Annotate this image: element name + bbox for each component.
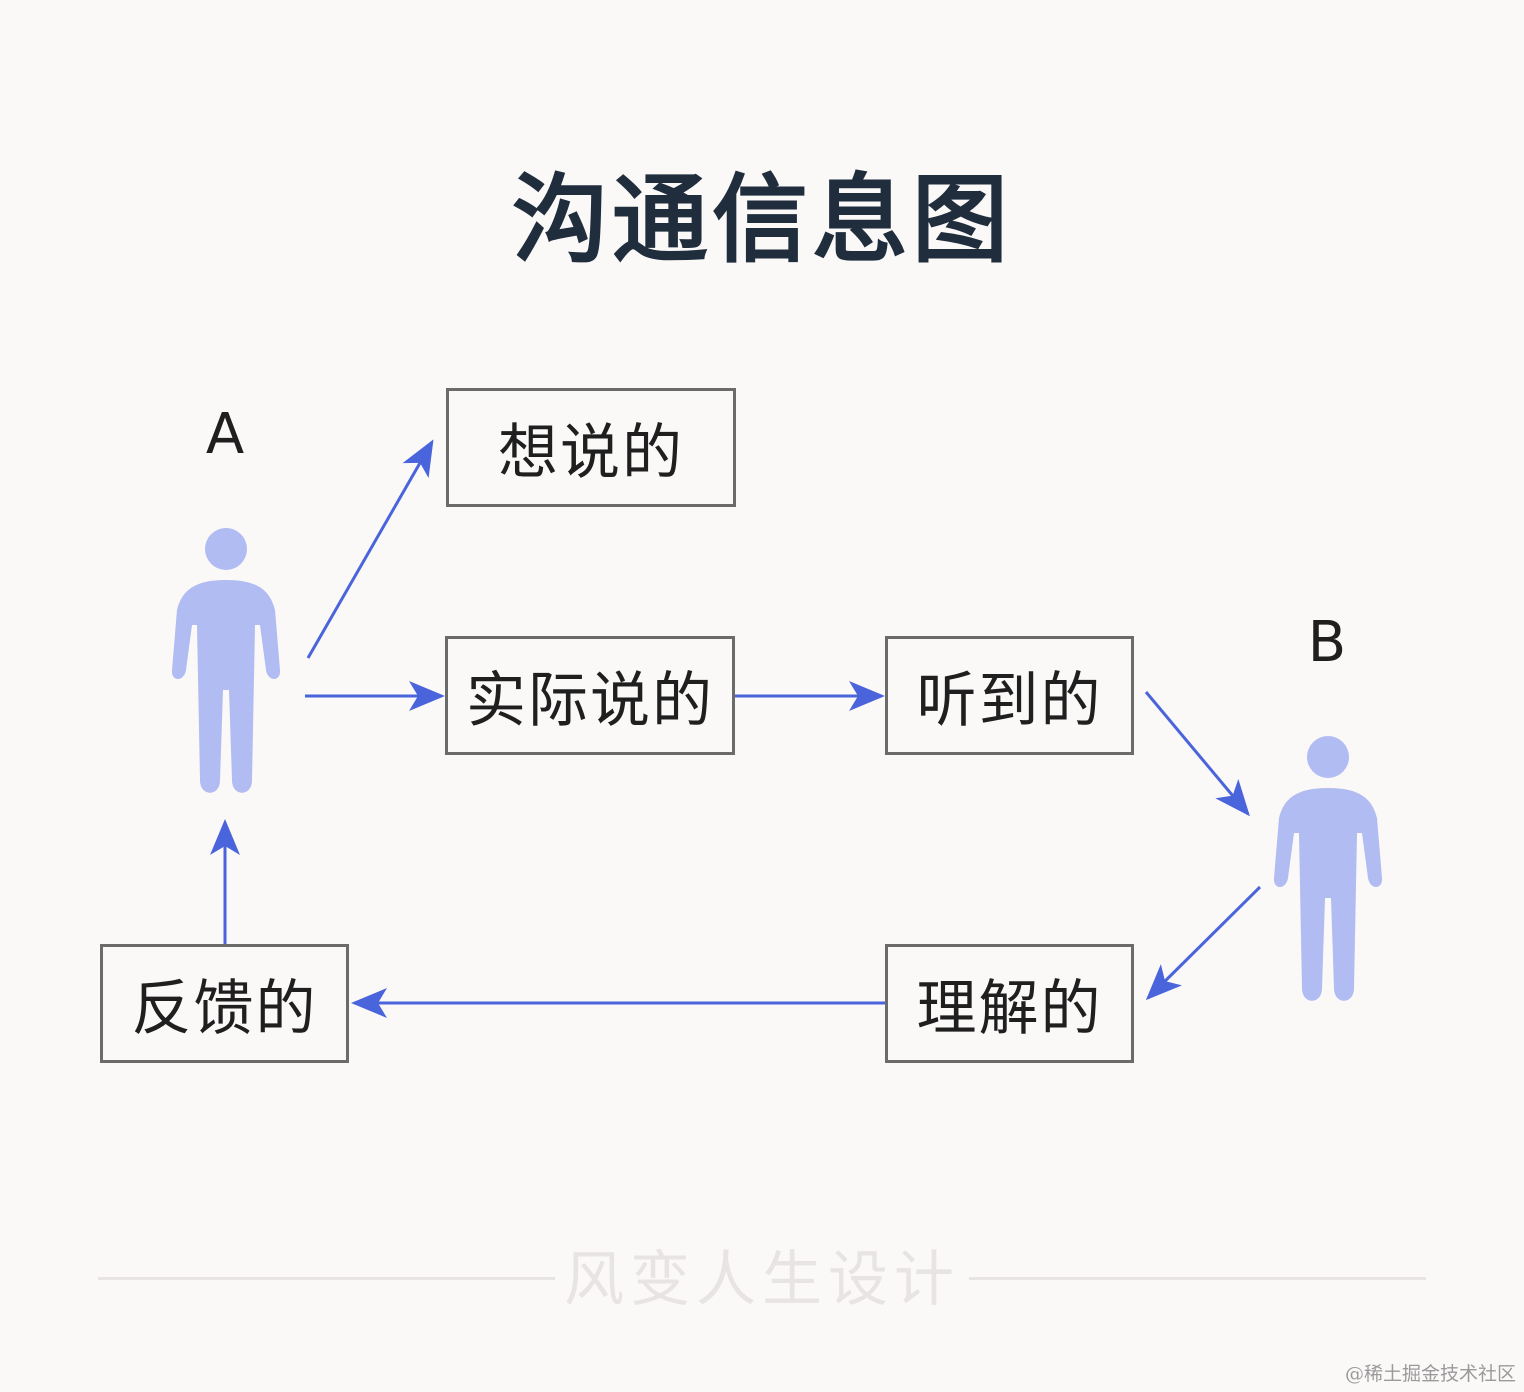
box-understood-label: 理解的 <box>916 974 1103 1044</box>
box-actually-said-label: 实际说的 <box>466 666 714 736</box>
box-feedback: 反馈的 <box>100 944 349 1063</box>
person-a-icon <box>171 528 281 793</box>
box-heard-label: 听到的 <box>916 666 1103 736</box>
diagram-title: 沟通信息图 <box>512 164 1012 276</box>
watermark: @稀土掘金技术社区 <box>1344 1363 1516 1385</box>
arrow-heard-to-b <box>1144 691 1250 817</box>
footer-brand: 风变人生设计 <box>564 1245 960 1315</box>
person-b-label: B <box>1307 610 1347 675</box>
person-a-label: A <box>205 402 245 467</box>
footer-divider-right <box>969 1277 1426 1280</box>
box-heard: 听到的 <box>885 636 1134 755</box>
box-actually-said: 实际说的 <box>445 636 735 755</box>
box-understood: 理解的 <box>885 944 1134 1063</box>
footer-divider-left <box>98 1277 555 1280</box>
box-want-to-say-label: 想说的 <box>498 418 684 488</box>
arrow-a-to-want-to-say <box>306 439 434 659</box>
box-want-to-say: 想说的 <box>446 388 736 507</box>
box-feedback-label: 反馈的 <box>131 974 318 1044</box>
person-b-icon <box>1273 736 1383 1001</box>
arrow-b-to-understood <box>1145 885 1262 1001</box>
